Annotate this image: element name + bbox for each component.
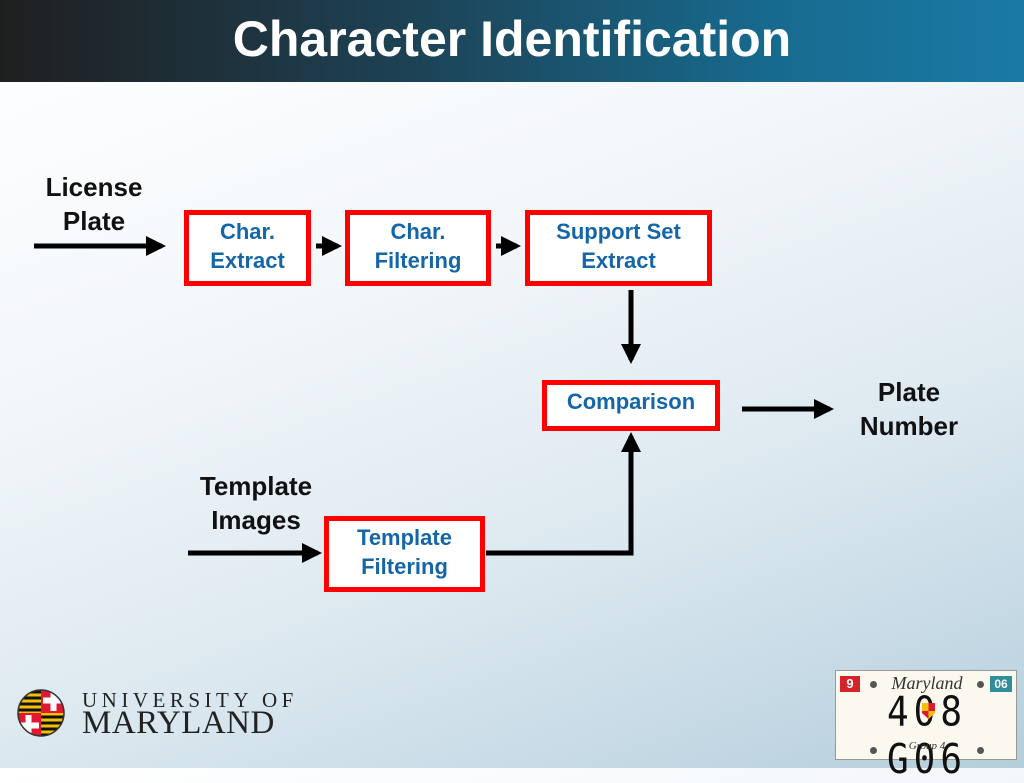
- plate-right-sticker: 06: [990, 676, 1012, 692]
- slide-title: Character Identification: [232, 11, 792, 67]
- logo-line-university-of: UNIVERSITY OF: [82, 688, 298, 712]
- plate-bolt: [977, 681, 984, 688]
- plate-footer-text: Group 4: [908, 740, 946, 752]
- plate-bolt: [870, 747, 877, 754]
- slide-header: [0, 0, 1024, 82]
- plate-flag-icon: [922, 703, 935, 719]
- char-filtering-box: Char. Filtering: [345, 210, 491, 286]
- university-logo: UNIVERSITY OF MARYLAND: [16, 688, 298, 741]
- plate-bolt: [870, 681, 877, 688]
- license-plate-label: License Plate: [45, 172, 143, 236]
- arrow-template-filtering-to-comparison: [486, 432, 641, 556]
- plate-bolt: [977, 747, 984, 754]
- plate-left-sticker: 9: [840, 676, 860, 692]
- logo-line-maryland: MARYLAND: [82, 705, 275, 741]
- license-plate-image: 9 06 Maryland 408 G06 Group 4: [835, 670, 1017, 783]
- maryland-flag-shield-icon: [17, 689, 65, 737]
- support-set-extract-box: Support Set Extract: [525, 210, 712, 286]
- comparison-box: Comparison: [542, 380, 720, 431]
- template-images-label: Template Images: [199, 471, 313, 535]
- template-filtering-box: Template Filtering: [324, 516, 485, 592]
- char-extract-box: Char. Extract: [184, 210, 311, 286]
- plate-number-label: Plate Number: [859, 377, 959, 441]
- plate-state-name: Maryland: [891, 673, 963, 693]
